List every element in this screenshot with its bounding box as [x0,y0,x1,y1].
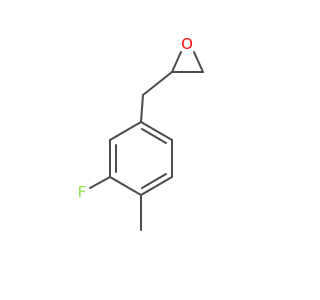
bond-ring-c-o-left [171,51,182,73]
bond-ring-c-o-right [193,51,204,73]
bond-arene-to-fluorine [89,176,111,189]
bond-ring-to-ch2 [142,71,173,96]
benzene-ring [109,121,173,196]
molecule-structure-diagram: O F [0,0,300,300]
bond-aromatic-3 [109,176,142,196]
bond-aromatic-4-inner [141,173,167,189]
bond-aromatic-6-inner [141,128,167,144]
bond-ch2-to-arene [140,94,144,123]
canvas-background [0,0,300,300]
bond-aromatic-4 [140,176,173,196]
epoxide-ring [171,51,204,73]
bond-aromatic-6 [140,121,173,141]
fluorine-atom-label: F [78,183,87,201]
oxygen-atom-label: O [181,35,193,53]
bond-aromatic-1 [109,121,142,141]
